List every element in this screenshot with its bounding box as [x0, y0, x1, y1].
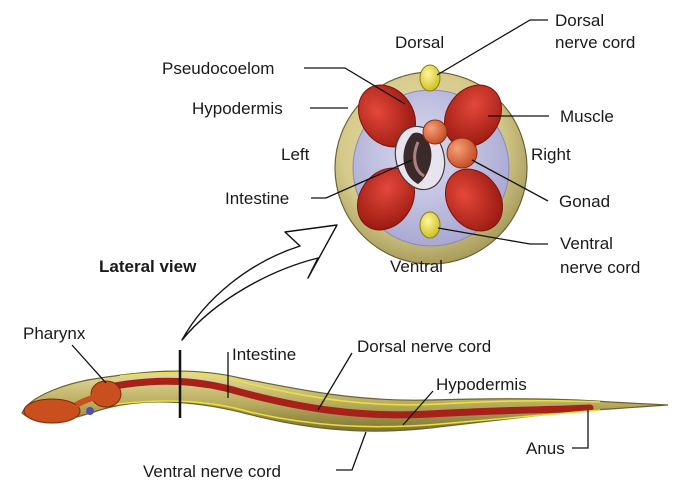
- label-ventral: Ventral: [390, 257, 443, 276]
- label-anus: Anus: [526, 439, 565, 458]
- label-intestine-lateral: Intestine: [232, 345, 296, 364]
- label-pharynx: Pharynx: [23, 324, 86, 343]
- ventral-nerve-cord-shape: [420, 212, 440, 238]
- gonad-small-shape: [423, 120, 447, 144]
- label-ventral-nerve-cord-lateral: Ventral nerve cord: [143, 462, 281, 481]
- section-arrow: [182, 225, 337, 340]
- pharynx-anterior-bulb: [24, 399, 80, 423]
- nerve-ring: [86, 407, 94, 415]
- label-left: Left: [281, 145, 310, 164]
- label-ventral-nerve-cord-line2: nerve cord: [560, 258, 640, 277]
- label-dorsal-nerve-cord-lateral: Dorsal nerve cord: [357, 337, 491, 356]
- worm-lateral: [22, 350, 668, 431]
- label-right: Right: [531, 145, 571, 164]
- cross-section: [335, 65, 527, 264]
- label-dorsal-nerve-cord-line2: nerve cord: [555, 33, 635, 52]
- dorsal-nerve-cord-shape: [420, 65, 440, 91]
- label-gonad: Gonad: [559, 192, 610, 211]
- label-hypodermis-cross: Hypodermis: [192, 99, 283, 118]
- label-dorsal-nerve-cord-line1: Dorsal: [555, 11, 604, 30]
- lateral-view-title: Lateral view: [99, 257, 197, 276]
- label-dorsal: Dorsal: [395, 33, 444, 52]
- gonad-large-shape: [447, 138, 477, 168]
- label-intestine-cross: Intestine: [225, 189, 289, 208]
- label-pseudocoelom: Pseudocoelom: [162, 59, 274, 78]
- label-hypodermis-lateral: Hypodermis: [436, 375, 527, 394]
- label-ventral-nerve-cord-line1: Ventral: [560, 234, 613, 253]
- label-muscle: Muscle: [560, 107, 614, 126]
